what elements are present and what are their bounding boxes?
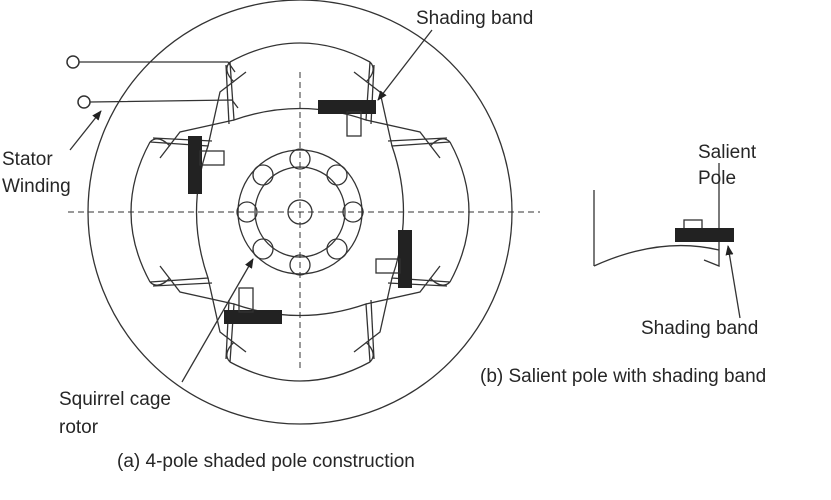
stator-winding-terminals [66,55,239,109]
label-squirrel-cage-1: Squirrel cage [59,389,171,410]
salient-shading-band [675,228,734,242]
stator-assembly [68,0,540,425]
label-shading-band-right: Shading band [641,318,759,339]
shading-band-arrow [377,29,433,101]
caption-b: (b) Salient pole with shading band [480,366,767,387]
label-salient-pole-1: Salient [698,142,757,163]
label-salient-pole-2: Pole [698,168,737,189]
label-squirrel-cage-2: rotor [59,417,99,438]
label-stator-winding-2: Winding [2,176,71,197]
salient-pole-detail [593,163,741,319]
squirrel-cage-arrow [181,258,254,383]
label-stator-winding-1: Stator [2,149,53,170]
label-shading-band-top: Shading band [416,8,534,29]
stator-winding-arrow [69,110,102,151]
caption-a: (a) 4-pole shaded pole construction [117,451,415,472]
